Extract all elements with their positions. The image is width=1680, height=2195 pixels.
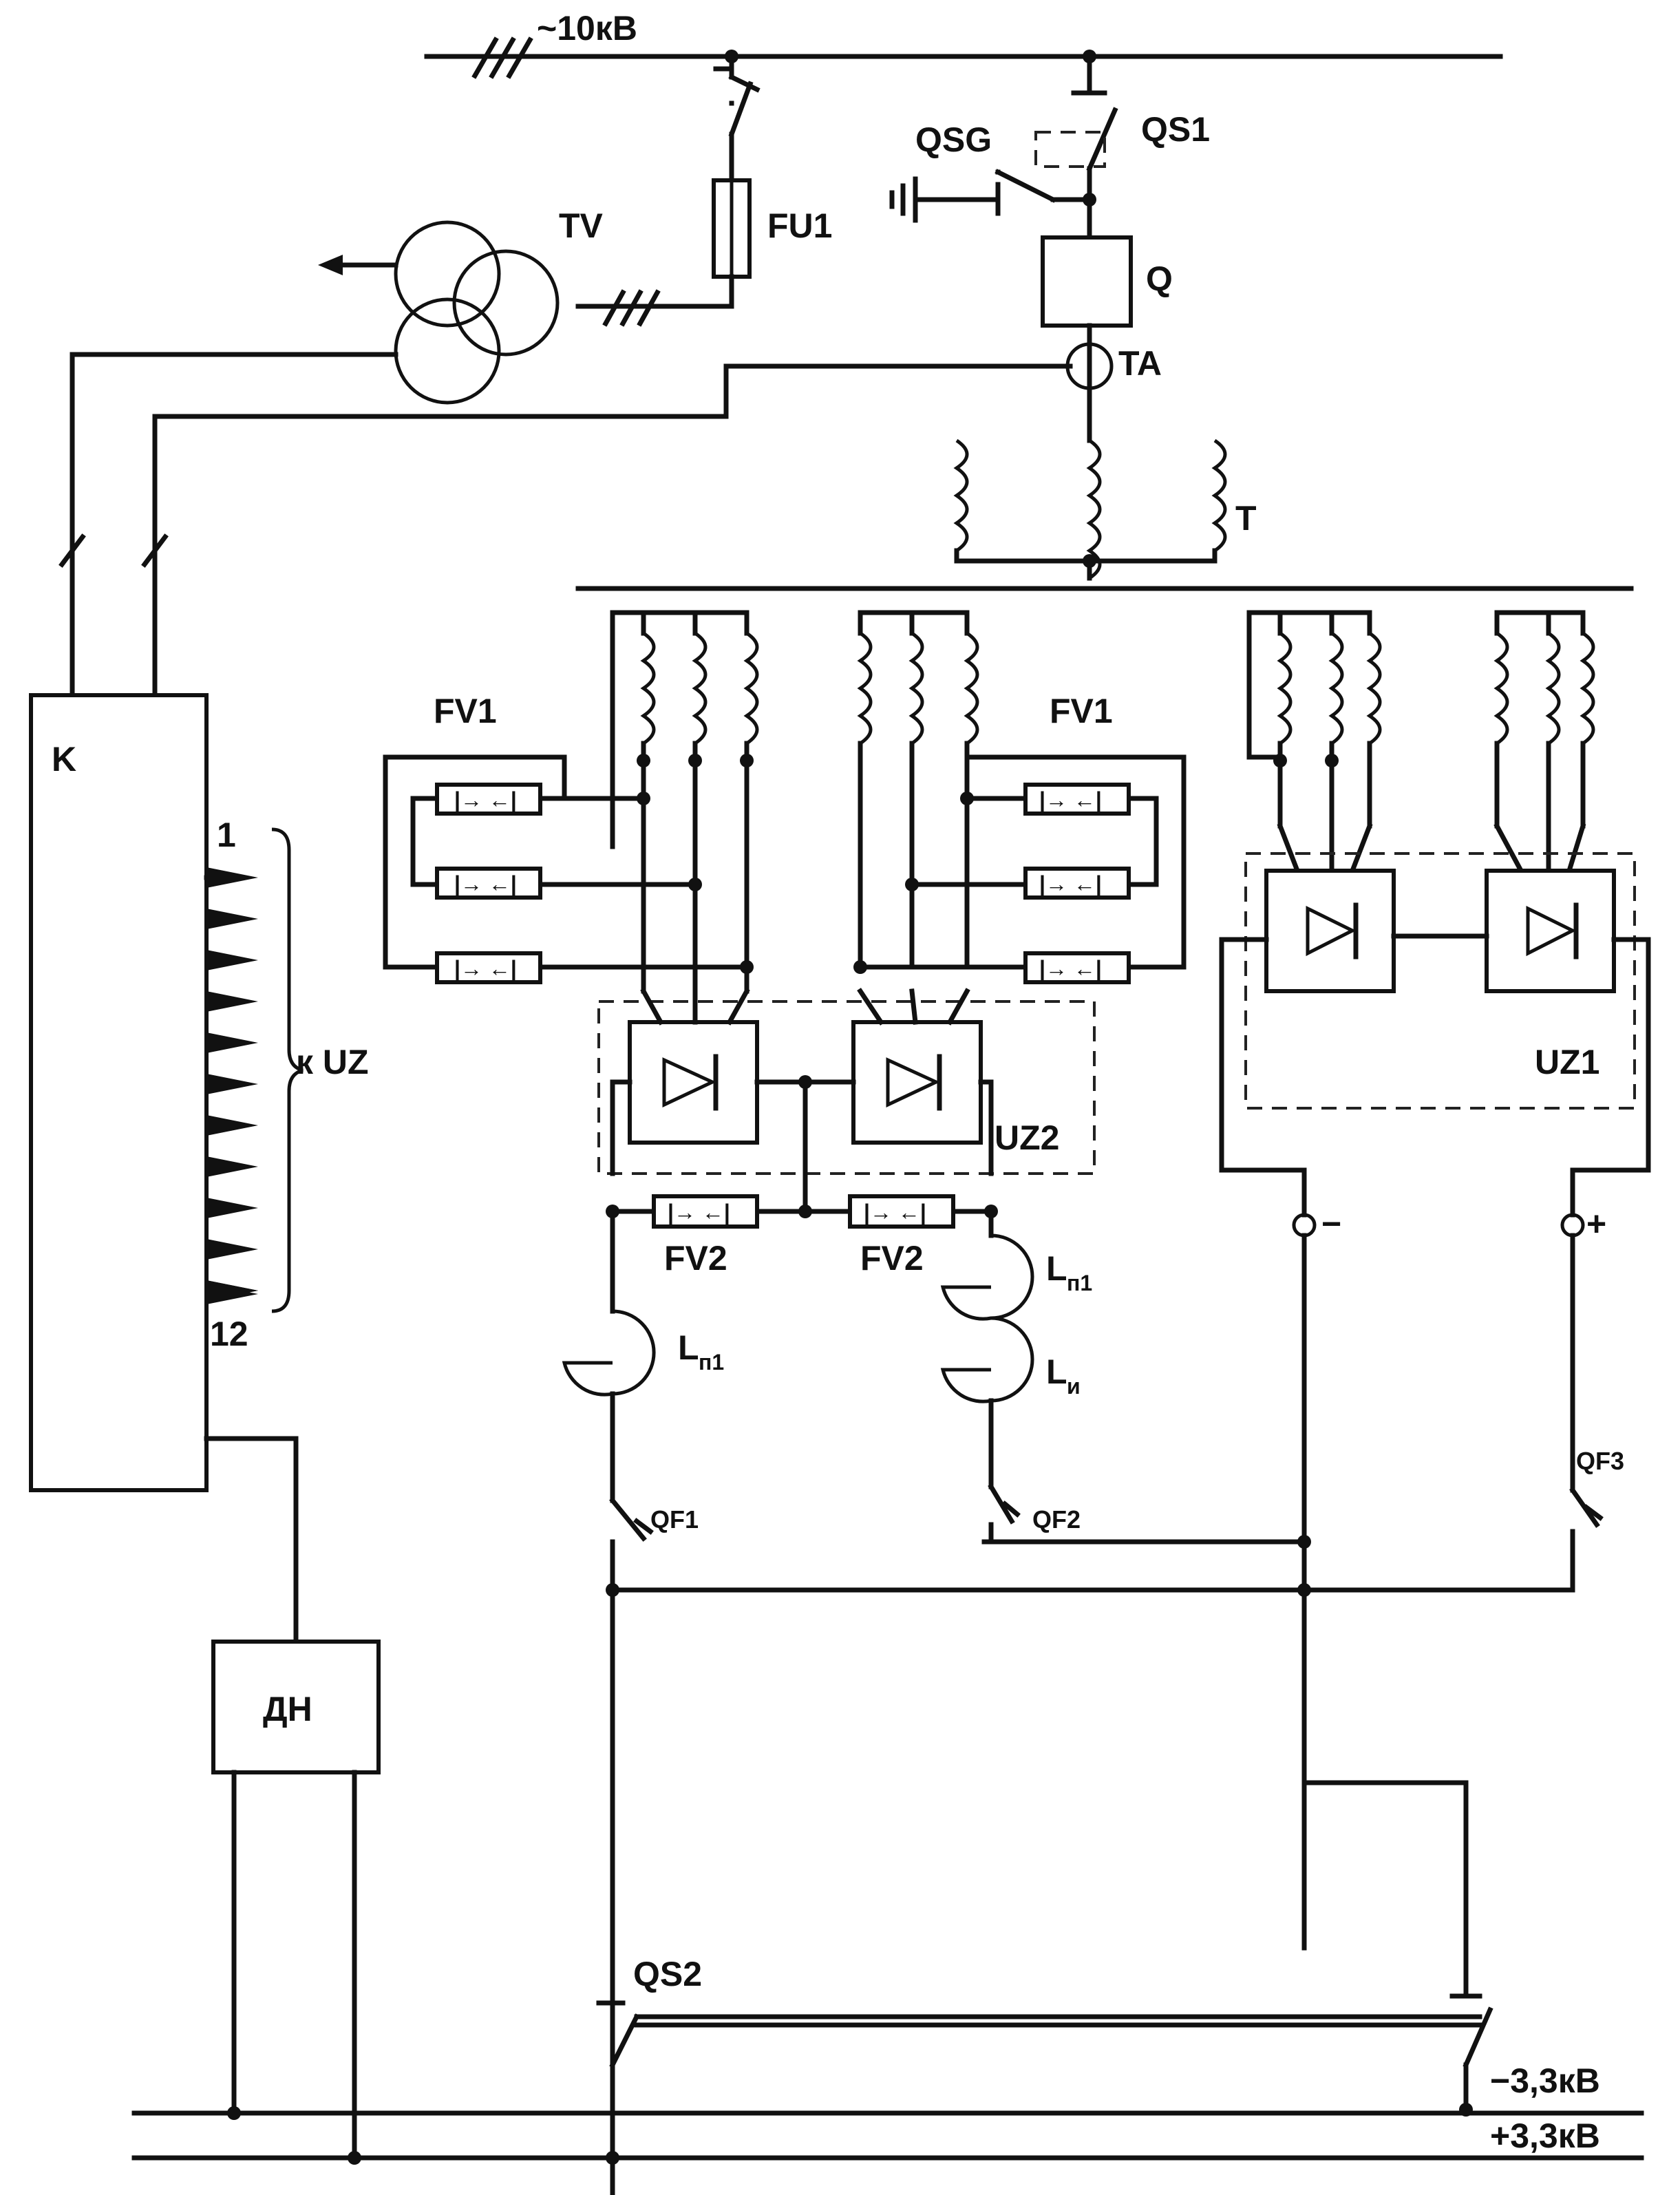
k-label: K	[52, 740, 76, 778]
lp1-left-sub: п1	[699, 1350, 724, 1375]
svg-text:|→ ←|: |→ ←|	[1039, 956, 1102, 981]
ta-label: TA	[1118, 344, 1162, 383]
qf2-label: QF2	[1032, 1505, 1081, 1534]
secondary-windings-uz2-left	[610, 610, 759, 974]
svg-text:|→ ←|: |→ ←|	[1039, 787, 1102, 812]
t-transformer-primary	[575, 438, 1634, 591]
dc-buses	[131, 2110, 1644, 2165]
fu1-branch	[575, 54, 761, 327]
qf3-label: QF3	[1576, 1447, 1624, 1475]
pulse-12-label: 12	[210, 1315, 248, 1353]
dn-label: ДН	[263, 1690, 312, 1728]
t-label: T	[1235, 499, 1257, 538]
pulse-1-label: 1	[217, 816, 236, 854]
fv2-arresters: |→ ←| |→ ←|	[606, 1194, 998, 1229]
bus-10kv	[424, 36, 1503, 79]
li-sub: и	[1067, 1374, 1081, 1399]
svg-text:|→ ←|: |→ ←|	[454, 871, 517, 896]
fv2-left-label: FV2	[664, 1239, 727, 1277]
uz1-rectifier	[1219, 852, 1651, 1951]
svg-text:|→ ←|: |→ ←|	[864, 1200, 926, 1224]
fv2-right-label: FV2	[860, 1239, 924, 1277]
plus-terminal-label: +	[1586, 1205, 1606, 1243]
qs2-switch	[596, 2000, 1482, 2068]
svg-text:|→ ←|: |→ ←|	[1039, 871, 1102, 896]
qs1-label: QS1	[1141, 110, 1210, 149]
minus-bus-label: −3,3кВ	[1490, 2061, 1600, 2100]
uz1-label: UZ1	[1535, 1043, 1599, 1081]
secondary-windings-uz1	[1246, 610, 1595, 874]
uz2-label: UZ2	[995, 1118, 1059, 1157]
bus-10kv-label: ~10кВ	[537, 9, 637, 47]
k-pulse-outputs	[204, 827, 304, 1313]
li-label: L	[1046, 1353, 1067, 1391]
svg-text:|→ ←|: |→ ←|	[454, 787, 517, 812]
fv1-left-arresters: |→ ←| |→ ←| |→ ←|	[383, 754, 749, 984]
tv-label: TV	[559, 206, 604, 245]
left-reactor-branch	[562, 1209, 656, 2195]
fv1-right-arresters: |→ ←| |→ ←| |→ ←|	[858, 754, 1187, 984]
secondary-windings-uz2-right	[853, 610, 979, 974]
ta-secondary-wiring	[59, 363, 1073, 698]
to-uz-label: к UZ	[296, 1043, 369, 1081]
lp1-left-label: L	[678, 1328, 699, 1367]
qs2-label: QS2	[633, 1955, 702, 1993]
main-feeder	[889, 54, 1133, 443]
plus-bus-label: +3,3кВ	[1490, 2117, 1600, 2155]
lp1-right-label: L	[1046, 1249, 1067, 1288]
fu1-label: FU1	[767, 206, 832, 245]
right-reactor-branch	[940, 1209, 1034, 1545]
fv1-right-label: FV1	[1050, 692, 1113, 730]
svg-text:|→ ←|: |→ ←|	[668, 1200, 730, 1224]
minus-terminal-label: −	[1321, 1205, 1341, 1243]
lp1-right-sub: п1	[1067, 1271, 1092, 1295]
output-interconnects	[606, 1535, 1575, 2117]
dn-sensor	[204, 1436, 381, 2165]
svg-text:|→ ←|: |→ ←|	[454, 956, 517, 981]
k-controller	[29, 693, 209, 1492]
uz2-rectifier	[597, 961, 1096, 1214]
qsg-label: QSG	[915, 120, 992, 159]
qf1-label: QF1	[650, 1505, 699, 1534]
fv1-left-label: FV1	[434, 692, 497, 730]
q-label: Q	[1146, 259, 1173, 298]
tv-transformer	[70, 220, 560, 698]
